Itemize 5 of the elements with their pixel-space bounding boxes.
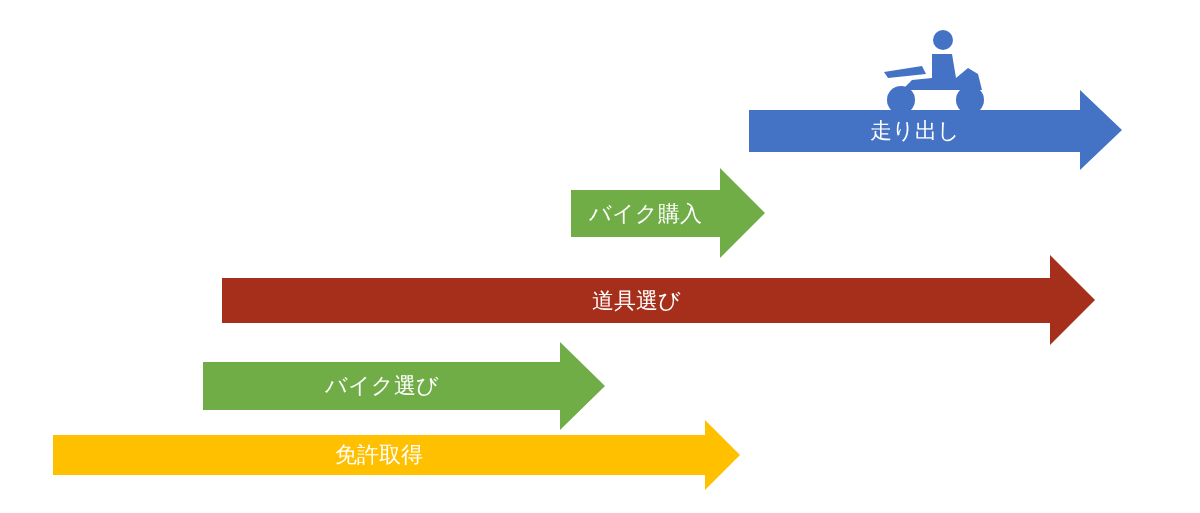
- task-label: バイク購入: [588, 200, 703, 227]
- task-label: バイク選び: [323, 373, 440, 400]
- task-label: 免許取得: [334, 442, 424, 469]
- task-label: 道具選び: [590, 287, 682, 314]
- task-label: 走り出し: [868, 118, 961, 145]
